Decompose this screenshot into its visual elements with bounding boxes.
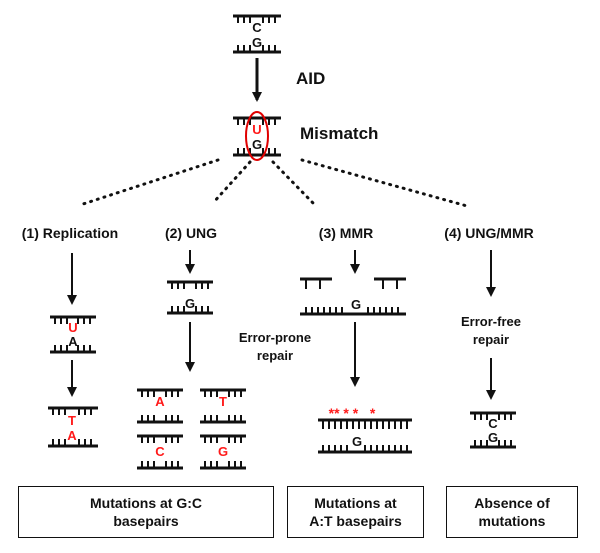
base-g-gap: G bbox=[351, 297, 361, 312]
error-prone-label-line2: repair bbox=[257, 348, 293, 363]
base-g: G bbox=[252, 35, 262, 50]
dna-duplex-cg: C G bbox=[233, 14, 281, 54]
dna-duplex-repaired: C G bbox=[470, 411, 516, 449]
dna-duplex-mismatch: U G bbox=[233, 111, 281, 161]
base-g-abasic: G bbox=[185, 296, 195, 311]
base-product-g: G bbox=[218, 444, 228, 459]
outcome-no-mutations: Absence of mutations bbox=[446, 486, 578, 538]
base-a: A bbox=[68, 334, 78, 349]
base-u: U bbox=[68, 320, 77, 335]
aid-label: AID bbox=[296, 69, 325, 88]
error-free-label-line2: repair bbox=[473, 332, 509, 347]
pathway-ung: (2) UNG bbox=[165, 225, 217, 241]
pathway-mmr: (3) MMR bbox=[319, 225, 373, 241]
mismatch-label: Mismatch bbox=[300, 124, 378, 143]
base-c-repaired: C bbox=[488, 416, 498, 431]
base-a-result: A bbox=[67, 428, 77, 443]
dna-mmr-resynthesized: ** * * * G bbox=[318, 405, 412, 454]
base-product-t: T bbox=[219, 394, 227, 409]
dna-duplex-ta: T A bbox=[48, 406, 98, 448]
base-u-mismatch: U bbox=[252, 122, 261, 137]
ung-products: A T C G bbox=[137, 388, 246, 470]
base-product-c: C bbox=[155, 444, 165, 459]
mutation-marks: ** * * * bbox=[329, 405, 376, 421]
pathway-replication: (1) Replication bbox=[22, 225, 118, 241]
outcome-at-line2: A:T basepairs bbox=[309, 513, 402, 529]
error-free-label: Error-free bbox=[461, 314, 521, 329]
error-prone-label: Error-prone bbox=[239, 330, 311, 345]
base-t: T bbox=[68, 413, 76, 428]
base-g-mmr: G bbox=[352, 434, 362, 449]
mismatch-highlight-ring bbox=[245, 111, 269, 161]
outcome-gc-line1: Mutations at G:C bbox=[90, 495, 202, 511]
base-g-mismatch: G bbox=[252, 137, 262, 152]
pathway-branches bbox=[78, 158, 469, 208]
dna-abasic-site: G bbox=[167, 280, 213, 315]
base-g-repaired: G bbox=[488, 430, 498, 445]
pathway-ung-mmr: (4) UNG/MMR bbox=[444, 225, 533, 241]
base-c: C bbox=[252, 20, 262, 35]
dna-gapped-duplex: G bbox=[300, 277, 406, 316]
outcome-gc-mutations: Mutations at G:C basepairs bbox=[18, 486, 274, 538]
outcome-at-mutations: Mutations at A:T basepairs bbox=[287, 486, 424, 538]
outcome-none-line2: mutations bbox=[478, 513, 546, 529]
dna-duplex-ua: U A bbox=[50, 315, 96, 354]
outcome-at-line1: Mutations at bbox=[314, 495, 397, 511]
outcome-none-line1: Absence of bbox=[474, 495, 550, 511]
base-product-a: A bbox=[155, 394, 165, 409]
outcome-gc-line2: basepairs bbox=[113, 513, 179, 529]
